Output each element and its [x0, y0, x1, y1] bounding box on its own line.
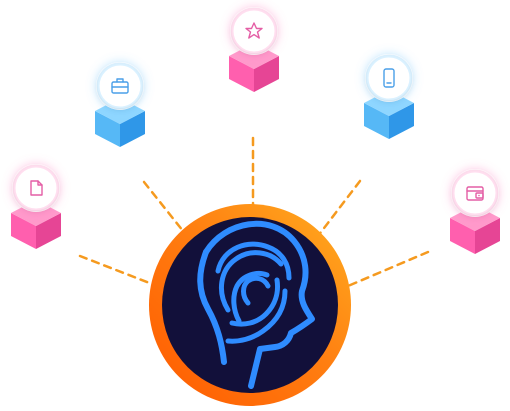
wallet-connector [346, 250, 430, 288]
wallet-badge [453, 171, 497, 215]
briefcase-icon [111, 78, 129, 94]
briefcase-badge-ring [96, 62, 144, 110]
cube-right-face [254, 56, 279, 92]
document-badge-ring [12, 164, 60, 212]
phone-node [364, 54, 414, 139]
phone-connector [316, 179, 362, 238]
brain-arc-6 [225, 288, 288, 344]
star-node [229, 7, 279, 92]
briefcase-connector [142, 180, 189, 238]
wallet-icon [466, 186, 484, 201]
connector-lines [78, 136, 430, 288]
wallet-node [450, 169, 500, 254]
brain-arc-1 [215, 241, 292, 281]
document-connector [78, 254, 154, 286]
cube-right-face [36, 213, 61, 249]
star-icon [245, 22, 263, 39]
briefcase-node [95, 62, 145, 147]
center-badge [149, 204, 351, 406]
head-profile [203, 220, 315, 389]
brain-arc-5 [229, 277, 280, 327]
phone-icon [383, 68, 395, 88]
cube-left-face [229, 56, 254, 92]
star-badge [232, 9, 276, 53]
wallet-badge-ring [451, 169, 499, 217]
cube-left-face [450, 218, 475, 254]
phone-badge [367, 56, 411, 100]
brain-arc-4 [241, 275, 271, 306]
cube-right-face [475, 218, 500, 254]
cube-left-face [11, 213, 36, 249]
cube-left-face [364, 103, 389, 139]
brain-arc-2 [218, 250, 284, 313]
document-icon [30, 180, 43, 196]
document-badge [14, 166, 58, 210]
nodes-layer [11, 7, 500, 254]
phone-badge-ring [365, 54, 413, 102]
head-jaw-line [197, 249, 227, 365]
brain-arc-3 [231, 270, 270, 324]
cube-right-face [389, 103, 414, 139]
document-node [11, 164, 61, 249]
cube-right-face [120, 111, 145, 147]
brain-head-icon [197, 220, 315, 389]
briefcase-badge [98, 64, 142, 108]
star-badge-ring [230, 7, 278, 55]
cube-left-face [95, 111, 120, 147]
